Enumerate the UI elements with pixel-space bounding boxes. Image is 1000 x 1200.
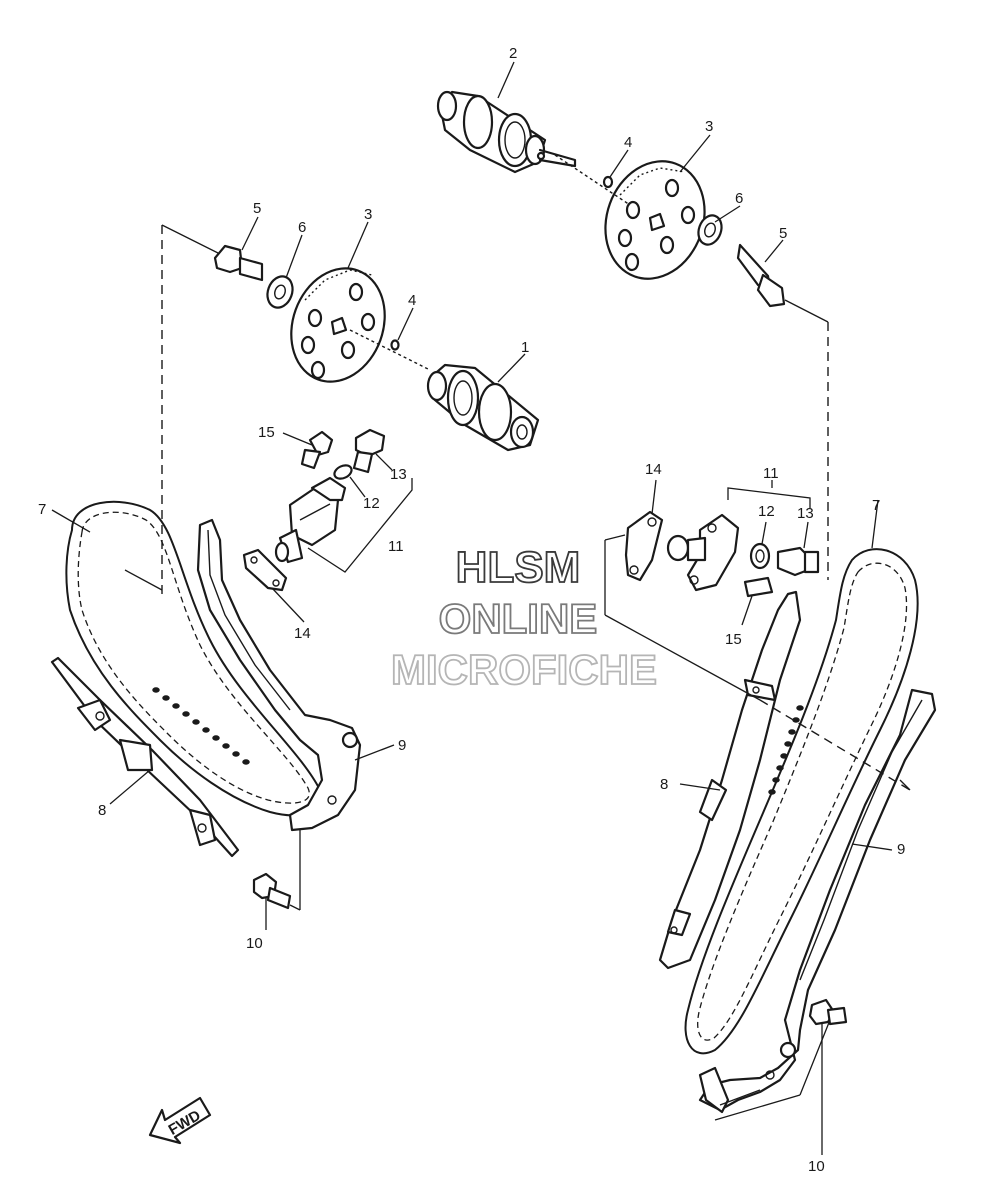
camshaft-upper bbox=[436, 90, 577, 174]
cam-chain-right bbox=[684, 548, 919, 1055]
callout-10-right: 10 bbox=[808, 1158, 825, 1175]
bolt-13-left bbox=[352, 428, 386, 474]
callout-1: 1 bbox=[521, 339, 529, 356]
chain-guide-left bbox=[50, 656, 240, 858]
callout-15-right: 15 bbox=[725, 631, 742, 648]
callout-12-left: 12 bbox=[363, 495, 380, 512]
tensioner-left bbox=[274, 476, 347, 564]
callout-13-left: 13 bbox=[390, 466, 407, 483]
bolt-13-right bbox=[776, 546, 820, 577]
callout-14-left: 14 bbox=[294, 625, 311, 642]
watermark: HLSM ONLINE MICROFICHE bbox=[390, 542, 658, 694]
bolt-left bbox=[213, 244, 264, 282]
callout-4-right: 4 bbox=[624, 134, 632, 151]
callout-7-right: 7 bbox=[872, 497, 880, 514]
callout-5-left: 5 bbox=[253, 200, 261, 217]
watermark-line2: ONLINE bbox=[439, 595, 598, 642]
callout-11-left: 11 bbox=[388, 538, 404, 555]
callout-6-right: 6 bbox=[735, 190, 743, 207]
callout-14-right: 14 bbox=[645, 461, 662, 478]
chain-links-left bbox=[152, 687, 250, 765]
callout-2: 2 bbox=[509, 45, 517, 62]
callout-7-left: 7 bbox=[38, 501, 46, 518]
bolt-right bbox=[736, 243, 786, 308]
callout-5-right: 5 bbox=[779, 225, 787, 242]
watermark-line3: MICROFICHE bbox=[391, 646, 657, 693]
chain-links-right bbox=[768, 705, 804, 795]
bolt-10-left bbox=[252, 872, 292, 910]
callout-8-right: 8 bbox=[660, 776, 668, 793]
dowel-pin-left bbox=[349, 329, 431, 371]
cam-sprocket-right bbox=[604, 160, 706, 280]
washer-left bbox=[266, 275, 294, 309]
tensioner-guide-left bbox=[196, 518, 362, 832]
callouts: 2 3 4 6 5 5 6 3 4 1 15 13 12 bbox=[38, 45, 905, 1175]
callout-3-right: 3 bbox=[705, 118, 713, 135]
callout-9-right: 9 bbox=[897, 841, 905, 858]
bolt-10-right bbox=[808, 998, 848, 1026]
bolt-15-right bbox=[743, 576, 774, 598]
callout-8-left: 8 bbox=[98, 802, 106, 819]
tensioner-guide-right bbox=[698, 688, 937, 1114]
callout-11-right: 11 bbox=[763, 465, 779, 482]
callout-3-left: 3 bbox=[364, 206, 372, 223]
callout-9-left: 9 bbox=[398, 737, 406, 754]
fwd-arrow-icon: FWD bbox=[148, 1096, 212, 1145]
tensioner-right bbox=[666, 513, 740, 592]
callout-15-left: 15 bbox=[258, 424, 275, 441]
camshaft-lower bbox=[426, 363, 540, 452]
bolt-15-left bbox=[300, 430, 334, 470]
washer-right bbox=[697, 214, 723, 246]
dowel-pin-right bbox=[602, 175, 614, 189]
assembly-lines bbox=[124, 154, 911, 1121]
gasket-left bbox=[242, 548, 288, 592]
cam-sprocket-left bbox=[290, 267, 386, 383]
callout-12-right: 12 bbox=[758, 503, 775, 520]
callout-10-left: 10 bbox=[246, 935, 263, 952]
gasket-right bbox=[624, 510, 664, 582]
washer-12-left bbox=[333, 464, 353, 480]
callout-4-left: 4 bbox=[408, 292, 416, 309]
callout-13-right: 13 bbox=[797, 505, 814, 522]
watermark-line1: HLSM bbox=[456, 543, 581, 592]
washer-12-right bbox=[749, 542, 771, 570]
callout-6-left: 6 bbox=[298, 219, 306, 236]
